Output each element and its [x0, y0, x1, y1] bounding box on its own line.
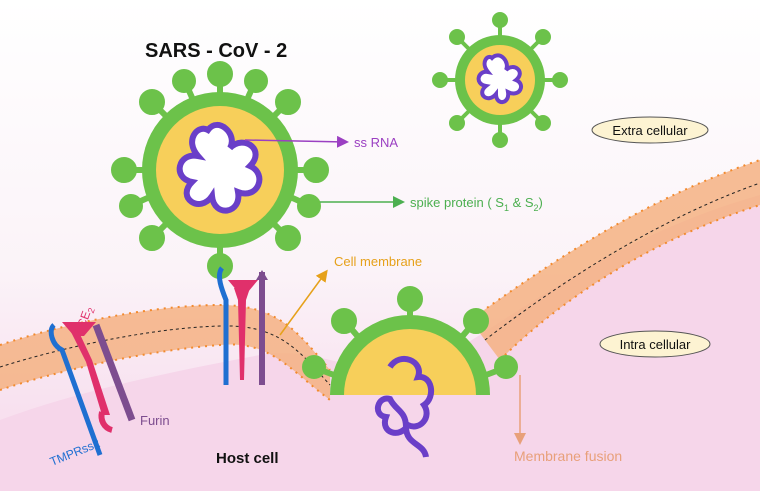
spike-sub2: 2	[534, 203, 539, 213]
receptor-cluster	[217, 266, 268, 385]
virus-small	[432, 12, 568, 148]
membrane-fusion-label: Membrane fusion	[514, 448, 622, 464]
virus-fusing	[302, 286, 518, 458]
spike-suffix: )	[539, 195, 543, 210]
ace2-receptor	[62, 322, 114, 433]
tmprss2-receptor	[48, 323, 103, 456]
ss-rna-arrow	[244, 135, 349, 148]
furin-label: Furin	[140, 413, 170, 428]
spike-amp: & S	[509, 195, 534, 210]
intra-cellular-label: Intra cellular	[620, 337, 691, 352]
intracellular-region	[0, 195, 760, 491]
ace2-sub: 2	[86, 306, 97, 314]
spike-sub1: 1	[504, 203, 509, 213]
extra-cellular-bubble	[591, 116, 709, 144]
spike-prefix: spike protein ( S	[410, 195, 504, 210]
virus-large	[111, 61, 329, 279]
furin-receptor	[92, 323, 136, 422]
ss-rna-label: ss RNA	[354, 135, 398, 150]
diagram-title: SARS - CoV - 2	[145, 40, 287, 62]
spike-protein-label: spike protein ( S1 & S2)	[410, 195, 543, 213]
host-cell-label: Host cell	[216, 450, 279, 467]
cell-membrane-label: Cell membrane	[334, 254, 422, 269]
intra-cellular-bubble	[599, 330, 711, 358]
extra-cellular-label: Extra cellular	[612, 123, 688, 138]
cell-membrane-arrow	[279, 269, 328, 336]
